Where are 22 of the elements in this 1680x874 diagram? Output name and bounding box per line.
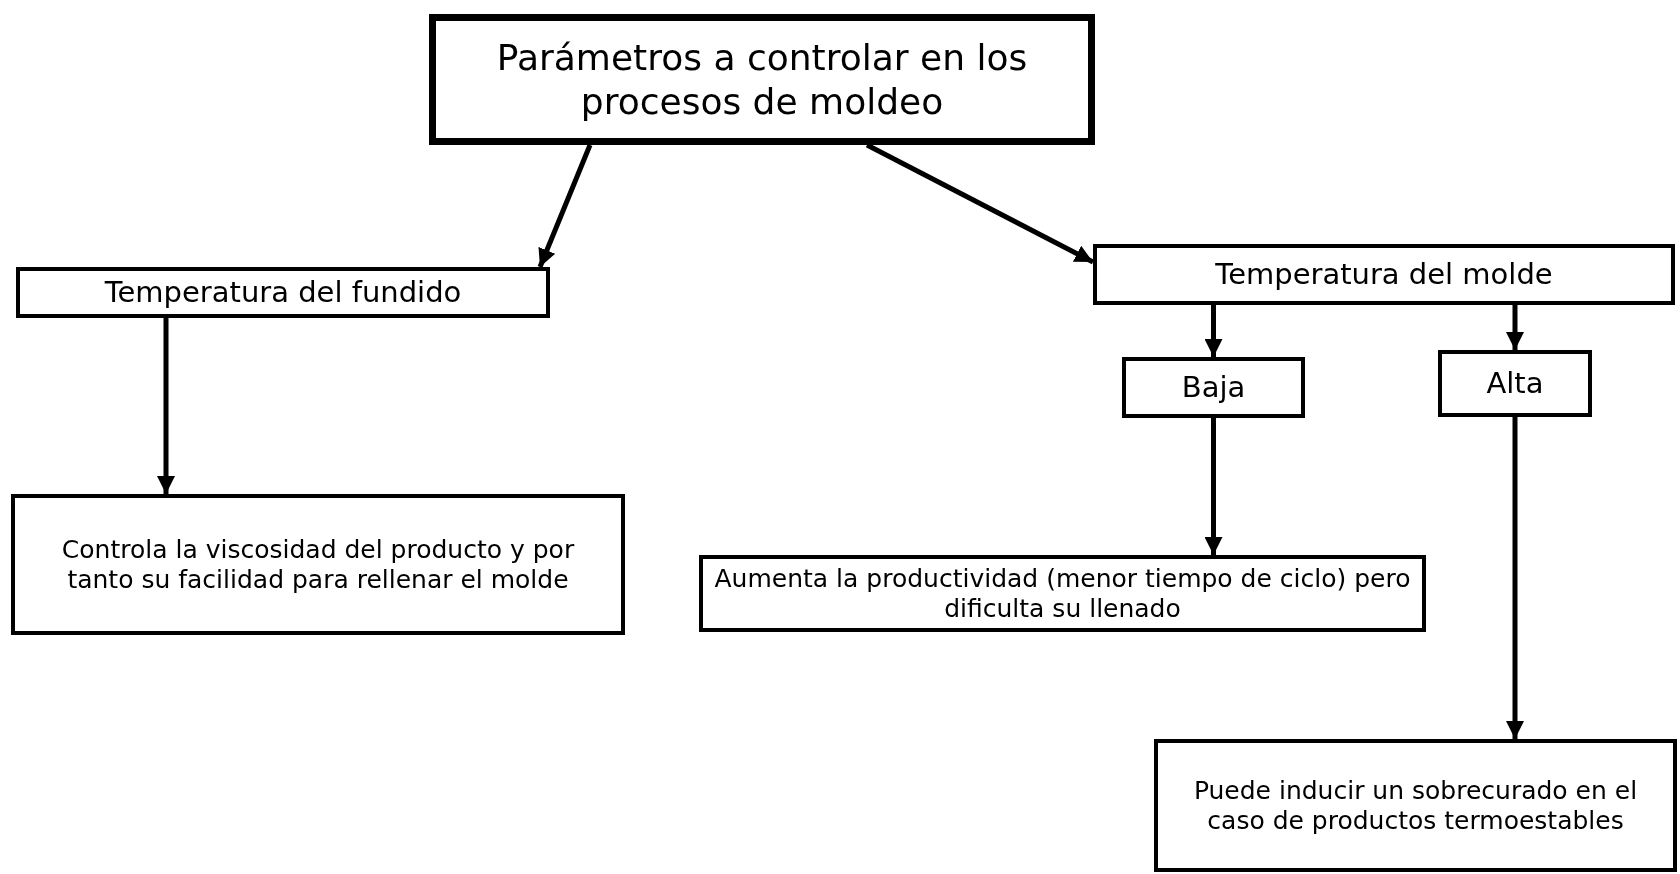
box-text: Alta: [1486, 366, 1544, 401]
process-box: [1154, 739, 1677, 872]
box-text: Controla la viscosidad del producto y por tanto su facilidad para rellenar el molde: [60, 534, 576, 595]
arrow: [1506, 417, 1524, 739]
arrow: [1204, 418, 1223, 555]
box-text: Parámetros a controlar en los procesos de moldeo: [495, 36, 1029, 123]
arrow: [537, 144, 593, 268]
process-box: [1438, 350, 1592, 417]
process-box: [1093, 244, 1675, 305]
process-box: [1122, 357, 1305, 418]
arrow: [157, 318, 175, 494]
box-text: Baja: [1181, 370, 1246, 405]
process-box: [16, 267, 550, 318]
title-box: [429, 14, 1095, 145]
arrow: [1204, 305, 1223, 357]
box-text: Puede inducir un sobrecurado en el caso de productos termoestables: [1192, 775, 1639, 836]
process-box: [699, 555, 1426, 632]
process-box: [11, 494, 625, 635]
arrow: [1506, 305, 1524, 350]
box-text: Aumenta la productividad (menor tiempo de ciclo) pero dificulta su llenado: [713, 563, 1412, 624]
box-text: Temperatura del fundido: [104, 275, 462, 310]
box-text: Temperatura del molde: [1215, 257, 1553, 292]
